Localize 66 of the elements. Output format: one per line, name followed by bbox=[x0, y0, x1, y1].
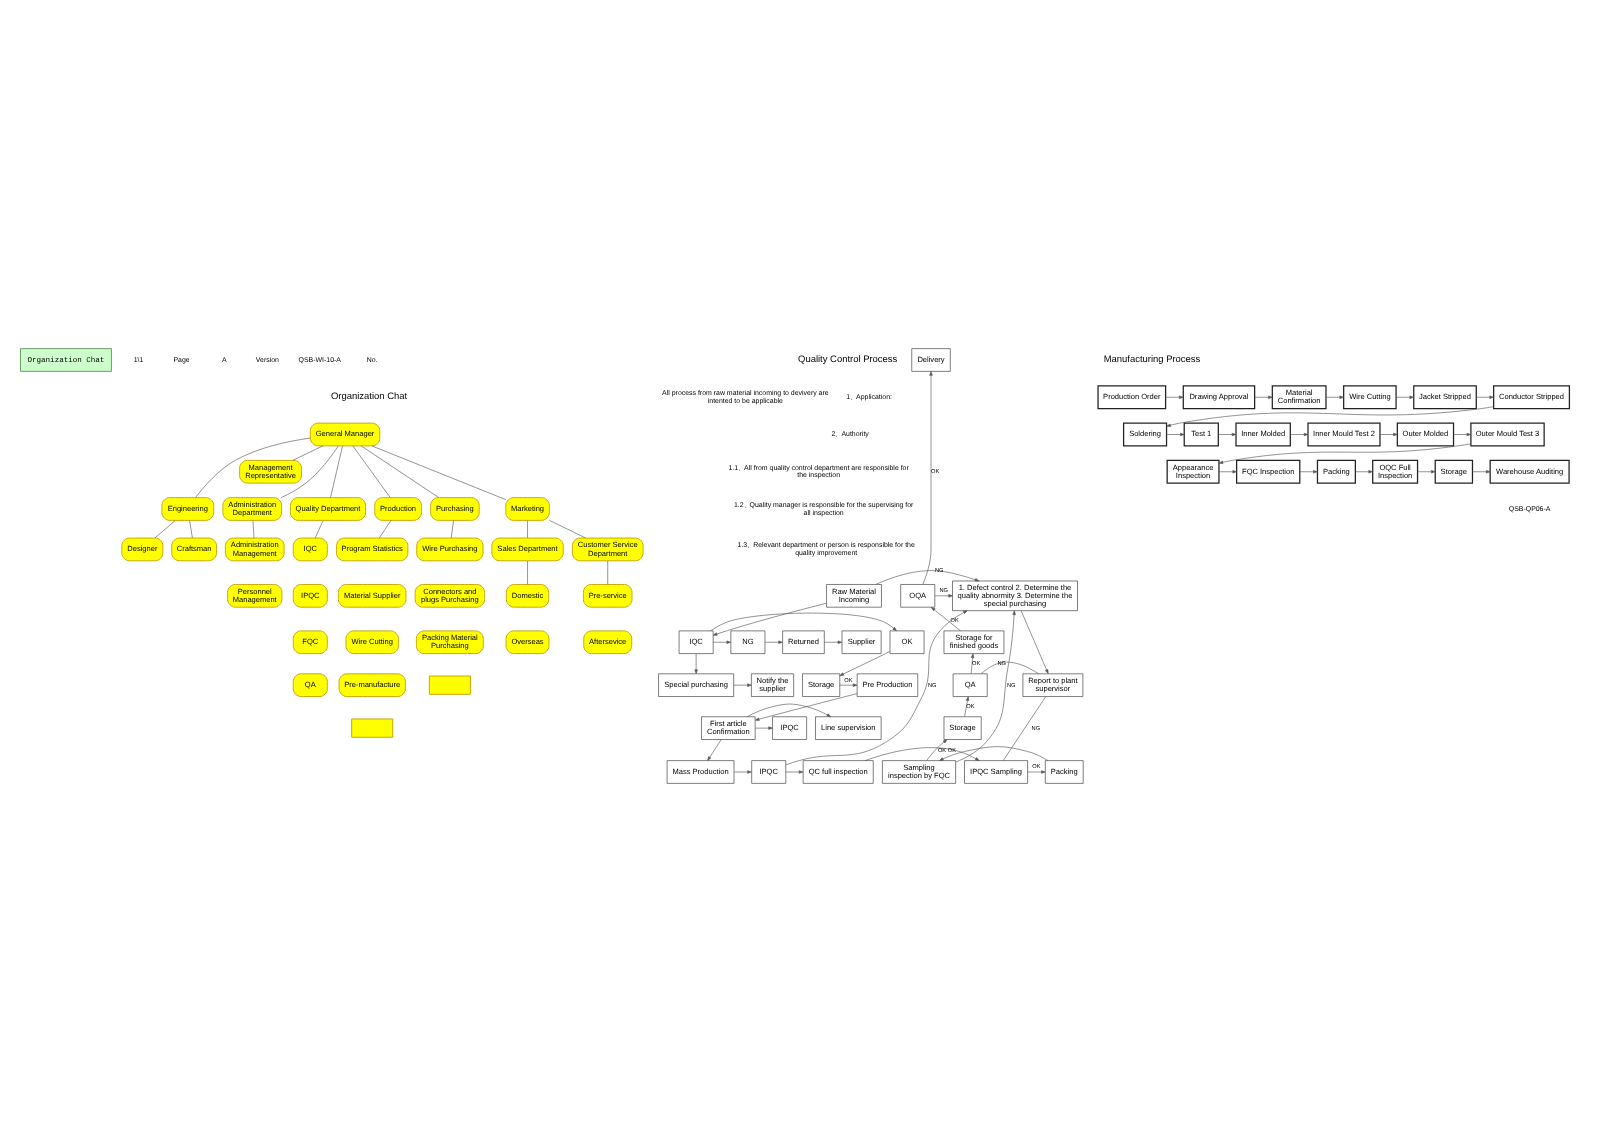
arrow bbox=[1218, 442, 1472, 463]
arrow bbox=[713, 639, 731, 643]
arrow bbox=[931, 606, 961, 631]
arrow bbox=[964, 695, 970, 716]
connector bbox=[292, 444, 323, 460]
arrow bbox=[1166, 431, 1185, 436]
arrow bbox=[1165, 394, 1184, 398]
arrow bbox=[1453, 431, 1471, 436]
arrow bbox=[934, 593, 953, 597]
arrow bbox=[755, 725, 773, 729]
arrow bbox=[839, 650, 891, 675]
arrow bbox=[1027, 769, 1046, 773]
arrow bbox=[926, 738, 948, 760]
connector bbox=[189, 519, 193, 538]
arrow bbox=[710, 611, 897, 631]
arrow bbox=[764, 639, 783, 643]
arrow bbox=[1472, 469, 1491, 473]
arrow bbox=[785, 769, 804, 773]
connector bbox=[379, 519, 392, 538]
arrow bbox=[754, 692, 858, 720]
arrow bbox=[733, 769, 752, 773]
arrow bbox=[1166, 405, 1494, 426]
arrow bbox=[1218, 431, 1237, 436]
connector bbox=[1002, 695, 1046, 760]
arrow bbox=[970, 652, 975, 673]
connector bbox=[360, 444, 439, 497]
arrow bbox=[1325, 394, 1344, 398]
arrow bbox=[955, 609, 1016, 762]
arrow bbox=[785, 609, 968, 765]
arrow bbox=[1417, 469, 1436, 473]
arrow bbox=[1290, 431, 1309, 436]
arrow bbox=[707, 738, 722, 760]
arrow bbox=[922, 370, 933, 584]
arrow bbox=[712, 601, 827, 635]
connector bbox=[607, 559, 609, 584]
connector bbox=[154, 519, 176, 538]
arrow bbox=[746, 702, 832, 717]
connector bbox=[371, 444, 506, 499]
arrow bbox=[733, 682, 752, 686]
arrow bbox=[939, 745, 1049, 760]
connector bbox=[252, 519, 255, 538]
arrow bbox=[694, 652, 698, 673]
connector bbox=[450, 519, 454, 538]
connector bbox=[549, 519, 586, 538]
connector bbox=[280, 444, 339, 497]
connector bbox=[330, 444, 343, 497]
connector bbox=[980, 660, 1039, 674]
node-box bbox=[351, 717, 394, 737]
connector bbox=[195, 436, 311, 497]
arrow bbox=[1355, 469, 1373, 473]
arrow bbox=[824, 639, 843, 643]
arrow bbox=[1395, 394, 1414, 398]
arrow bbox=[1218, 469, 1237, 473]
connector bbox=[352, 444, 391, 497]
arrow bbox=[875, 569, 980, 584]
node-box bbox=[428, 674, 471, 694]
arrow bbox=[1299, 469, 1318, 473]
arrow bbox=[1020, 609, 1049, 673]
arrow bbox=[1254, 394, 1273, 398]
arrow bbox=[1379, 431, 1398, 436]
connector bbox=[527, 519, 528, 538]
connector bbox=[314, 519, 324, 538]
connector bbox=[527, 559, 528, 584]
arrow bbox=[1475, 394, 1494, 398]
arrow bbox=[839, 682, 858, 686]
arrow bbox=[864, 746, 980, 760]
